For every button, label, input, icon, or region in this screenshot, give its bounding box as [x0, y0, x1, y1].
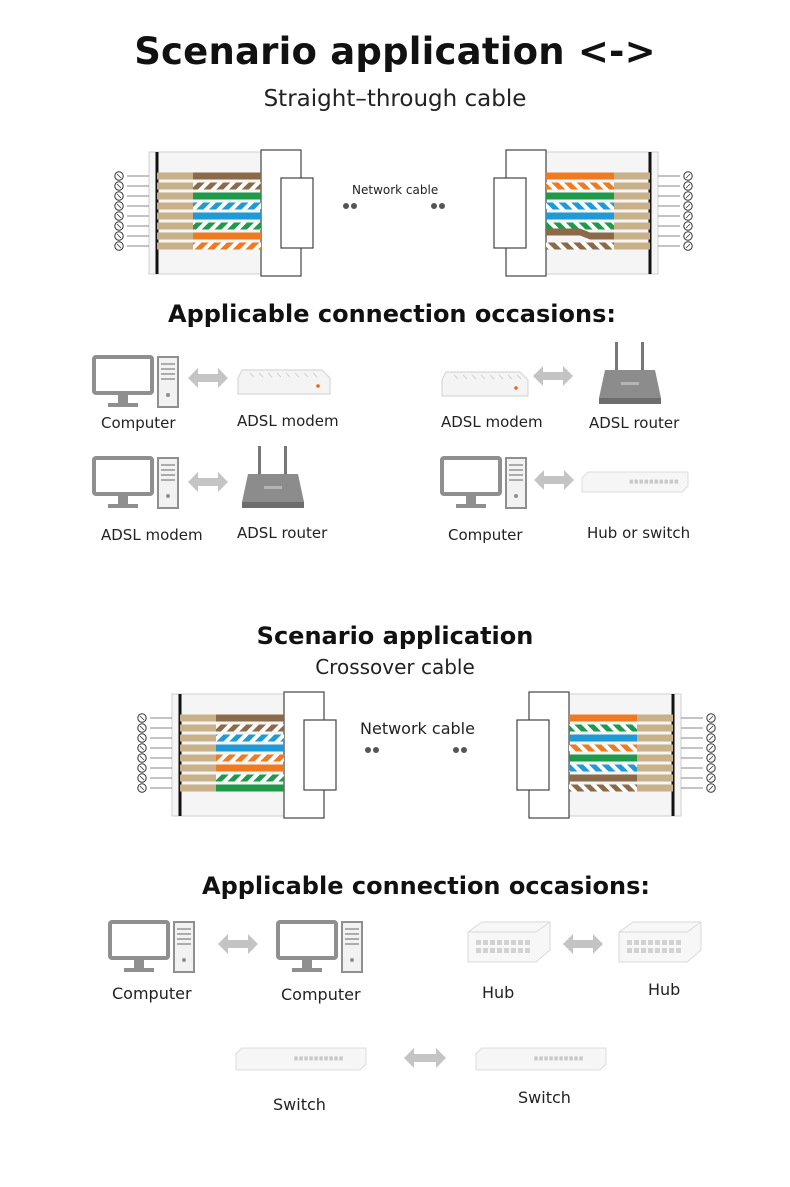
double-arrow-icon [563, 934, 603, 954]
occasions-title: Applicable connection occasions: [168, 300, 616, 328]
modem-icon [441, 371, 529, 397]
pair-label: ADSL router [589, 414, 680, 432]
pair-label: Computer [281, 985, 361, 1004]
occasions-title: Applicable connection occasions: [202, 872, 650, 900]
page-subtitle: Straight–through cable [263, 86, 527, 112]
pair-label: Switch [518, 1088, 571, 1107]
crossover-title: Scenario application [256, 622, 534, 650]
switch-icon [235, 1047, 367, 1071]
rj45-connector-icon [493, 149, 693, 277]
rj45-connector-icon [114, 149, 314, 277]
double-arrow-icon [188, 472, 228, 492]
cable-dots-icon [365, 747, 467, 753]
modem-icon [237, 369, 331, 395]
double-arrow-icon [533, 366, 573, 386]
double-arrow-icon [534, 470, 574, 490]
cable-dots-icon [343, 203, 445, 209]
computer-icon [92, 456, 179, 509]
pair-label: Hub or switch [587, 524, 691, 542]
pair-label: ADSL modem [441, 413, 543, 431]
hub-icon [467, 921, 551, 963]
rj45-connector-icon [137, 691, 337, 819]
pair-label: Switch [273, 1095, 326, 1114]
pair-label: Hub [648, 980, 681, 999]
computer-icon [92, 355, 179, 408]
router-icon [242, 446, 304, 508]
pair-label: ADSL modem [101, 526, 203, 544]
router-icon [599, 342, 661, 404]
page-title: Scenario application <-> [134, 30, 656, 73]
pair-label: Computer [101, 414, 176, 432]
pair-label: Computer [112, 984, 192, 1003]
switch-icon [581, 471, 689, 493]
pair-label: Hub [482, 983, 515, 1002]
pair-label: ADSL router [237, 524, 328, 542]
double-arrow-icon [404, 1048, 446, 1068]
computer-icon [276, 920, 363, 973]
crossover-subtitle: Crossover cable [315, 655, 475, 679]
double-arrow-icon [218, 934, 258, 954]
network-cable-label: Network cable [360, 719, 475, 738]
switch-icon [475, 1047, 607, 1071]
pair-label: Computer [448, 526, 523, 544]
rj45-connector-icon [516, 691, 716, 819]
computer-icon [440, 456, 527, 509]
pair-label: ADSL modem [237, 412, 339, 430]
hub-icon [618, 921, 702, 963]
network-cable-label: Network cable [352, 183, 439, 197]
computer-icon [108, 920, 195, 973]
double-arrow-icon [188, 368, 228, 388]
